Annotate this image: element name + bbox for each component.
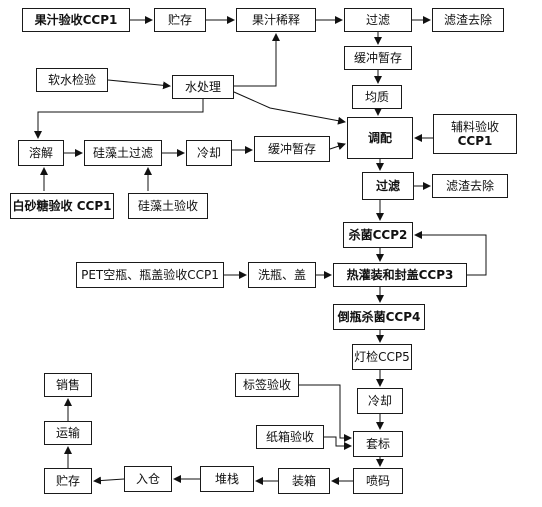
step-carton-check: 纸箱验收 bbox=[256, 425, 324, 449]
step-storage-top: 贮存 bbox=[154, 8, 206, 32]
step-water-treatment: 水处理 bbox=[172, 75, 234, 99]
step-blend: 调配 bbox=[347, 117, 413, 159]
step-aux-check-line1: 辅料验收 bbox=[450, 120, 499, 134]
step-buffer-top: 缓冲暂存 bbox=[344, 46, 412, 70]
step-transport: 运输 bbox=[44, 421, 92, 445]
step-cool-left: 冷却 bbox=[186, 140, 232, 166]
step-sugar-check: 白砂糖验收 CCP1 bbox=[10, 193, 114, 219]
step-warehouse-in: 入仓 bbox=[124, 466, 172, 492]
step-inkjet: 喷码 bbox=[353, 468, 403, 494]
step-stack: 堆栈 bbox=[200, 466, 254, 492]
step-filter-top: 过滤 bbox=[344, 8, 412, 32]
step-diatom-filter: 硅藻土过滤 bbox=[84, 140, 162, 166]
flow-arrow bbox=[93, 476, 125, 485]
step-residue-mid: 滤渣去除 bbox=[432, 174, 508, 198]
step-filter-mid: 过滤 bbox=[362, 172, 414, 200]
step-buffer-left: 缓冲暂存 bbox=[254, 136, 330, 162]
step-sterilize: 杀菌CCP2 bbox=[343, 222, 413, 248]
flow-arrow bbox=[34, 99, 204, 139]
step-aux-check: 辅料验收 CCP1 bbox=[433, 114, 517, 154]
flow-arrow bbox=[329, 142, 346, 151]
step-label-check: 标签验收 bbox=[235, 373, 299, 397]
step-hot-fill: 热灌装和封盖CCP3 bbox=[333, 263, 467, 287]
flow-arrow bbox=[324, 436, 352, 450]
step-aux-check-line2: CCP1 bbox=[457, 134, 493, 148]
step-bottle-check: PET空瓶、瓶盖验收CCP1 bbox=[76, 262, 224, 288]
step-juice-check: 果汁验收CCP1 bbox=[22, 8, 130, 32]
flow-arrow bbox=[233, 91, 346, 125]
step-juice-dilute: 果汁稀释 bbox=[236, 8, 316, 32]
step-diatom-check: 硅藻土验收 bbox=[128, 193, 208, 219]
step-sales: 销售 bbox=[44, 373, 92, 397]
step-wash: 洗瓶、盖 bbox=[248, 262, 316, 288]
step-dissolve: 溶解 bbox=[18, 140, 64, 166]
flow-arrow bbox=[234, 33, 280, 87]
flow-arrow bbox=[414, 231, 487, 276]
step-residue-top: 滤渣去除 bbox=[432, 8, 504, 32]
step-homogenize: 均质 bbox=[352, 85, 402, 109]
flow-arrow bbox=[299, 384, 352, 442]
step-invert-sterilize: 倒瓶杀菌CCP4 bbox=[333, 304, 425, 330]
step-cool-bottom: 冷却 bbox=[357, 388, 403, 414]
step-pack: 装箱 bbox=[278, 468, 330, 494]
step-soft-water-check: 软水检验 bbox=[36, 68, 108, 92]
flow-arrow bbox=[107, 79, 171, 90]
step-storage-bottom: 贮存 bbox=[44, 468, 92, 494]
step-sleeve: 套标 bbox=[353, 431, 403, 457]
step-light-check: 灯检CCP5 bbox=[352, 344, 412, 370]
